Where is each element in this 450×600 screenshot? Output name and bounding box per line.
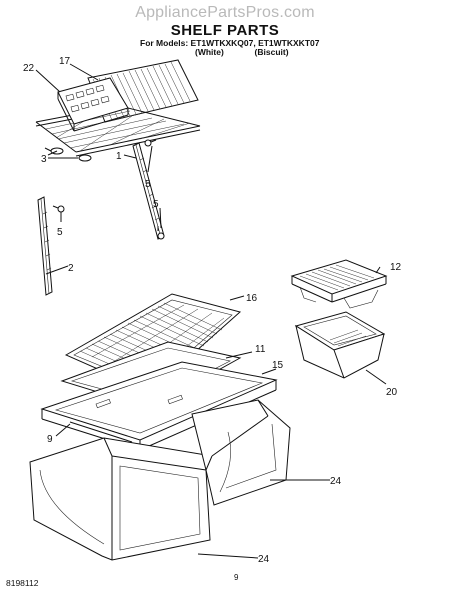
document-number: 8198112 xyxy=(6,578,39,588)
watermark: AppliancePartsPros.com xyxy=(135,4,315,21)
callout-5-lower: 5 xyxy=(153,199,159,210)
page-number: 9 xyxy=(234,573,239,582)
small-wire-shelf xyxy=(290,259,388,309)
shelf-support-right xyxy=(78,154,92,162)
callout-17: 17 xyxy=(59,56,71,67)
callout-2: 2 xyxy=(68,263,74,274)
model-variants: (White) (Biscuit) xyxy=(195,47,289,57)
models-line: For Models: ET1WTKXKQ07, ET1WTKXKT07 xyxy=(140,38,320,48)
shelf-bin xyxy=(57,77,129,132)
callout-20: 20 xyxy=(386,387,398,398)
callout-24-upper: 24 xyxy=(330,476,342,487)
screw-left xyxy=(52,205,65,213)
page-title: SHELF PARTS xyxy=(170,22,280,39)
screw-lower-right xyxy=(157,226,165,240)
callout-labels: 22 17 3 1 5 5 5 2 16 12 11 15 9 20 24 24 xyxy=(23,56,402,565)
variant-biscuit: (Biscuit) xyxy=(254,47,289,57)
shelf-support-left xyxy=(44,147,64,155)
callout-3: 3 xyxy=(41,154,47,165)
shelf-bracket-rail-right xyxy=(132,142,165,240)
callout-22: 22 xyxy=(23,63,35,74)
screw-upper-right xyxy=(144,139,157,147)
shelf-bracket-rail-left xyxy=(37,196,53,296)
callout-5-left: 5 xyxy=(57,227,63,238)
callout-16: 16 xyxy=(246,293,258,304)
callout-15: 15 xyxy=(272,360,284,371)
crisper-drawer-left xyxy=(29,437,213,561)
callout-9: 9 xyxy=(47,434,53,445)
leader-lines xyxy=(35,63,387,559)
variant-white: (White) xyxy=(195,47,224,57)
callout-5-upper: 5 xyxy=(145,179,151,190)
callout-24-lower: 24 xyxy=(258,554,270,565)
callout-1: 1 xyxy=(116,151,122,162)
small-crisper-pan xyxy=(294,311,386,379)
callout-12: 12 xyxy=(390,262,402,273)
callout-11: 11 xyxy=(255,344,266,355)
